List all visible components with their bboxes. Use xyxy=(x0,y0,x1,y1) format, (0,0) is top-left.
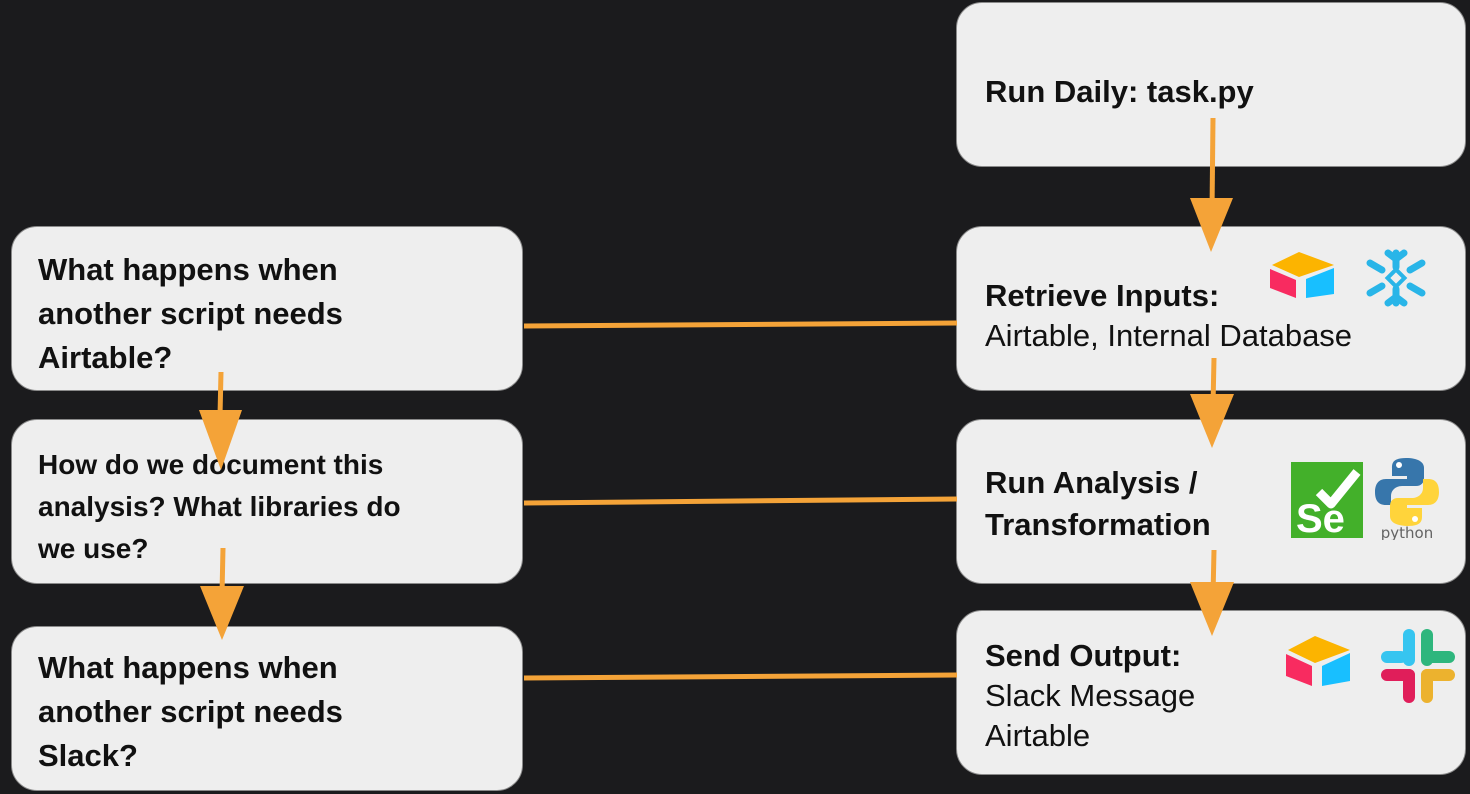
question-slack-box: What happens when another script needs S… xyxy=(11,626,523,791)
python-logo-icon: python xyxy=(1375,458,1439,540)
question-docs-line1: How do we document this xyxy=(38,449,384,480)
airtable-logo-icon xyxy=(1270,252,1334,298)
question-airtable-line1: What happens when xyxy=(38,252,338,287)
snowflake-logo-icon xyxy=(1366,249,1426,307)
python-wordmark: python xyxy=(1381,524,1433,540)
airtable-logo-icon xyxy=(1286,636,1350,686)
question-slack-line1: What happens when xyxy=(38,650,338,685)
connector-send-to-question xyxy=(523,672,958,681)
run-daily-title: Run Daily: task.py xyxy=(985,74,1254,109)
question-airtable-line2: another script needs xyxy=(38,296,343,331)
run-analysis-title-line2: Transformation xyxy=(985,507,1211,542)
question-docs-line3: we use? xyxy=(38,533,149,564)
connector-analysis-to-question xyxy=(523,496,958,506)
connector-retrieve-to-question xyxy=(523,320,958,329)
question-slack-line3: Slack? xyxy=(38,738,138,773)
question-docs-box: How do we document this analysis? What l… xyxy=(11,419,523,584)
question-airtable-line3: Airtable? xyxy=(38,340,173,375)
question-slack-line2: another script needs xyxy=(38,694,343,729)
question-airtable-box: What happens when another script needs A… xyxy=(11,226,523,391)
slack-logo-icon xyxy=(1381,629,1455,703)
retrieve-inputs-title: Retrieve Inputs: xyxy=(985,278,1220,313)
svg-text:Se: Se xyxy=(1296,497,1345,538)
selenium-logo-icon: Se xyxy=(1291,462,1363,538)
run-daily-box: Run Daily: task.py xyxy=(956,2,1466,167)
send-output-detail-line2: Airtable xyxy=(985,718,1091,753)
send-output-detail-line1: Slack Message xyxy=(985,678,1196,713)
question-docs-line2: analysis? What libraries do xyxy=(38,491,401,522)
send-output-title: Send Output: xyxy=(985,638,1182,673)
send-output-box: Send Output: Slack Message Airtable xyxy=(956,610,1466,775)
retrieve-inputs-detail: Airtable, Internal Database xyxy=(985,318,1353,353)
run-analysis-title-line1: Run Analysis / xyxy=(985,465,1198,500)
